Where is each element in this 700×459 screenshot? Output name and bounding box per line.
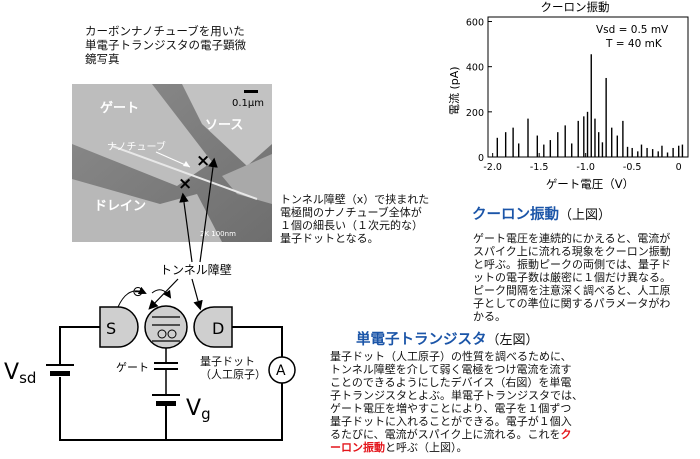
drain-electrode-symbol [193,306,233,348]
chart-ylabel: 電流 (pA) [447,66,461,115]
scale-label: 0.1μm [232,98,264,109]
scale-bar [244,90,258,93]
source-electrode-symbol [99,306,139,348]
micrograph-caption: カーボンナノチューブを用いた 単電子トランジスタの電子顕微 鏡写真 [85,24,246,66]
vg-battery-short [156,401,176,406]
chart-annotation-temp: T = 40 mK [605,38,663,50]
vg-label: Vg [186,396,211,423]
source-symbol: S [106,319,116,338]
source-label: ソース [205,118,243,133]
x-tick-label: -2.0 [483,162,502,173]
coulomb-heading-suffix: （上図） [559,208,612,223]
set-heading: 単電子トランジスタ（左図） [356,328,539,349]
set-circuit-diagram: トンネル障壁 ⊖ Vsd S D ゲート Vg A [4,262,296,441]
coulomb-heading-text: クーロン振動 [472,207,559,223]
ammeter [268,356,296,384]
y-tick-label: 600 [466,18,484,29]
bottom-wire [59,377,283,441]
x-tick-label: -0.5 [623,162,642,173]
circuit-gate-label: ゲート [116,361,149,374]
nanotube-micrograph: × × 0.1μm ゲート ソース ドレイン ナノチューブ 2K 100nm [72,84,272,242]
barrier-arrow-1 [179,192,193,263]
vsd-label: Vsd [4,360,36,387]
nanotube-label: ナノチューブ [107,140,166,153]
set-description-highlight: ク ーロン振動 [330,428,572,454]
y-tick-label: 400 [466,63,484,74]
set-description: 量子ドット（人工原子）の性質を調べるために、 トンネル障壁を介して弱く電極をつけ… [330,350,695,454]
source-electrode [182,84,272,166]
coulomb-heading: クーロン振動（上図） [472,203,611,224]
gate-label: ゲート [100,100,139,116]
electron-hop-arrow [117,286,147,308]
drain-electrode [72,179,222,242]
x-tick-label: 0 [676,162,682,173]
y-tick-label: 0 [478,153,484,164]
x-tick-label: -1.5 [530,162,549,173]
y-tick-label: 200 [466,108,484,119]
quantum-dot-label-text: 量子ドット （人工原子） [200,355,266,381]
vsd-battery-short [50,371,70,376]
electron-icon: ⊖ [132,284,144,300]
gate-electrode [72,84,212,186]
tunnel-barrier-note: トンネル障壁（x）で挟まれた 電極間のナノチューブ全体が １個の細長い（１次元的… [280,193,430,245]
set-description-tail: と呼ぶ（上図）。 [385,441,468,454]
tunnel-barrier-label: トンネル障壁 [160,262,232,277]
coulomb-chart: クーロン振動 電流 (pA) ゲート電圧（V） Vsd = 0.5 mV T =… [447,0,689,191]
dot-electron-1 [157,329,167,339]
nanotube [111,145,258,200]
drain-symbol: D [212,319,224,338]
set-heading-suffix: （左図） [486,333,539,348]
drain-label: ドレイン [94,199,146,214]
ammeter-symbol: A [276,363,286,379]
x-tick-label: -1.0 [576,162,595,173]
dot-electron-2 [167,329,177,339]
chart-title: クーロン振動 [541,0,610,14]
chart-xlabel: ゲート電圧（V） [546,177,634,191]
set-heading-text: 単電子トランジスタ [356,332,487,348]
chart-annotation-vsd: Vsd = 0.5 mV [596,24,669,36]
micrograph-stamp: 2K 100nm [200,230,236,238]
tunnel-barrier-x-2: × [178,174,192,194]
set-description-body: 量子ドット（人工原子）の性質を調べるために、 トンネル障壁を介して弱く電極をつけ… [330,350,583,441]
barrier-arrow-2 [199,157,218,263]
quantum-dot [144,305,188,349]
coulomb-description: ゲート電圧を連続的にかえると、電流が スパイク上に流れる現象をクーロン振動 と呼… [473,232,671,323]
tunnel-barrier-x-1: × [196,151,210,171]
